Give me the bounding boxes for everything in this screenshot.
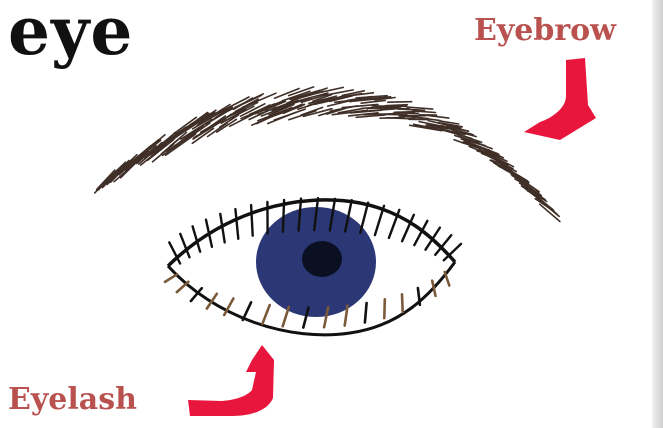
eyebrow-hair [394,112,414,113]
lower-eyelash [384,299,385,318]
page-edge [652,0,663,428]
eye [165,198,461,335]
eyebrow-hair [373,114,407,115]
lower-eyelash [262,305,269,324]
lower-eyelash [243,302,251,320]
upper-eyelash [375,206,384,235]
upper-eyelash [283,200,284,232]
eyelash-arrow-icon [188,345,274,416]
lower-eyelash [432,281,435,296]
lower-eyelash [165,274,177,282]
eyebrow-hair [413,111,436,113]
eyebrow-hair [398,109,425,110]
upper-eyelash [235,209,238,239]
eyebrow-label: Eyebrow [474,13,616,48]
eyebrow-hair [408,116,425,117]
eyelash-label: Eyelash [8,382,137,417]
lower-eyelash [402,294,403,312]
upper-eyelash [360,203,368,233]
lower-eyelash [283,307,289,327]
lower-eyelash [177,282,189,292]
eyebrow-hair [388,102,412,103]
eyebrow-hair [385,105,407,106]
eyebrow-arrow-icon [524,58,596,140]
lower-eyelash [365,303,367,323]
eyebrow-hair [427,115,449,118]
pupil [302,241,342,277]
upper-eyelash [251,205,253,236]
eyebrow-hair [541,201,560,216]
